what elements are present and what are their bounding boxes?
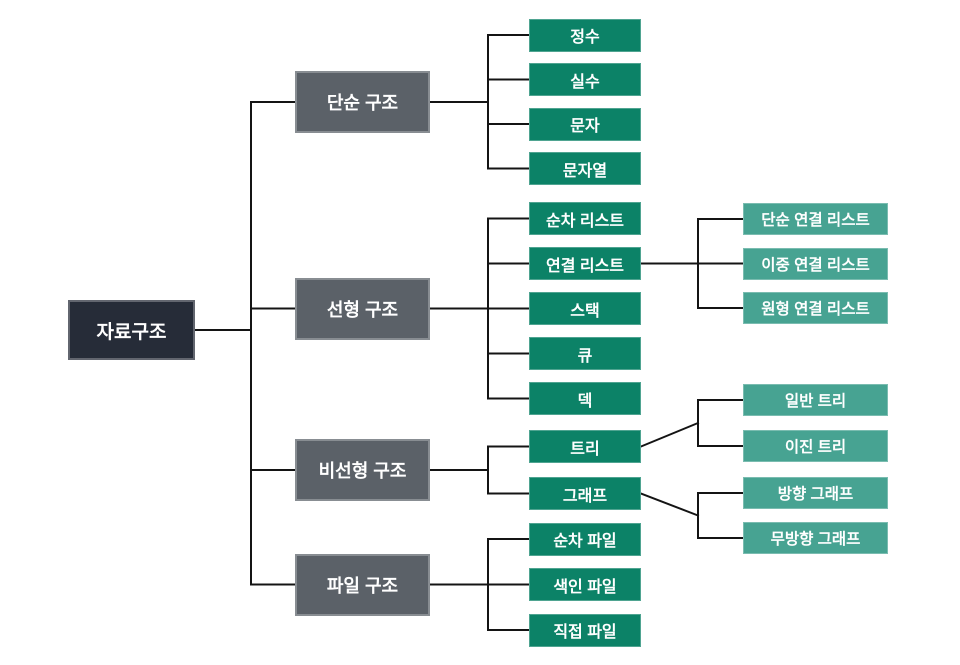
connector-graph-branch — [639, 492, 744, 539]
node-tree: 트리 — [529, 430, 641, 463]
node-data-structure: 자료구조 — [68, 300, 195, 360]
node-integer: 정수 — [529, 18, 641, 52]
node-nonlinear-structure: 비선형 구조 — [295, 439, 430, 501]
node-doubly-linked-list: 이중 연결 리스트 — [743, 247, 888, 280]
connector-file-branch — [429, 538, 530, 631]
node-queue: 큐 — [529, 337, 641, 370]
node-sequential-list: 순차 리스트 — [529, 202, 641, 235]
node-real-number: 실수 — [529, 63, 641, 96]
connector-root-spine — [194, 101, 296, 586]
connector-nonlinear-branch — [429, 445, 530, 495]
node-stack: 스택 — [529, 292, 641, 325]
node-deque: 덱 — [529, 382, 641, 415]
connector-tree-branch — [639, 399, 744, 448]
node-singly-linked-list: 단순 연결 리스트 — [743, 203, 888, 235]
connector-linked-list-branch — [640, 218, 744, 309]
node-graph: 그래프 — [529, 477, 641, 510]
node-undirected-graph: 무방향 그래프 — [743, 522, 888, 554]
node-file-structure: 파일 구조 — [295, 553, 430, 616]
connector-linear-branch — [429, 217, 530, 400]
node-string: 문자열 — [529, 152, 641, 185]
node-simple-structure: 단순 구조 — [295, 71, 430, 133]
node-linked-list: 연결 리스트 — [529, 247, 641, 280]
node-circular-linked-list: 원형 연결 리스트 — [743, 292, 888, 324]
node-indexed-file: 색인 파일 — [529, 568, 641, 601]
node-direct-file: 직접 파일 — [529, 613, 641, 647]
node-directed-graph: 방향 그래프 — [743, 477, 888, 509]
node-general-tree: 일반 트리 — [743, 384, 888, 416]
node-sequential-file: 순차 파일 — [529, 522, 641, 556]
node-linear-structure: 선형 구조 — [295, 277, 430, 340]
node-binary-tree: 이진 트리 — [743, 430, 888, 462]
node-character: 문자 — [529, 107, 641, 141]
connector-simple-branch — [429, 34, 530, 170]
